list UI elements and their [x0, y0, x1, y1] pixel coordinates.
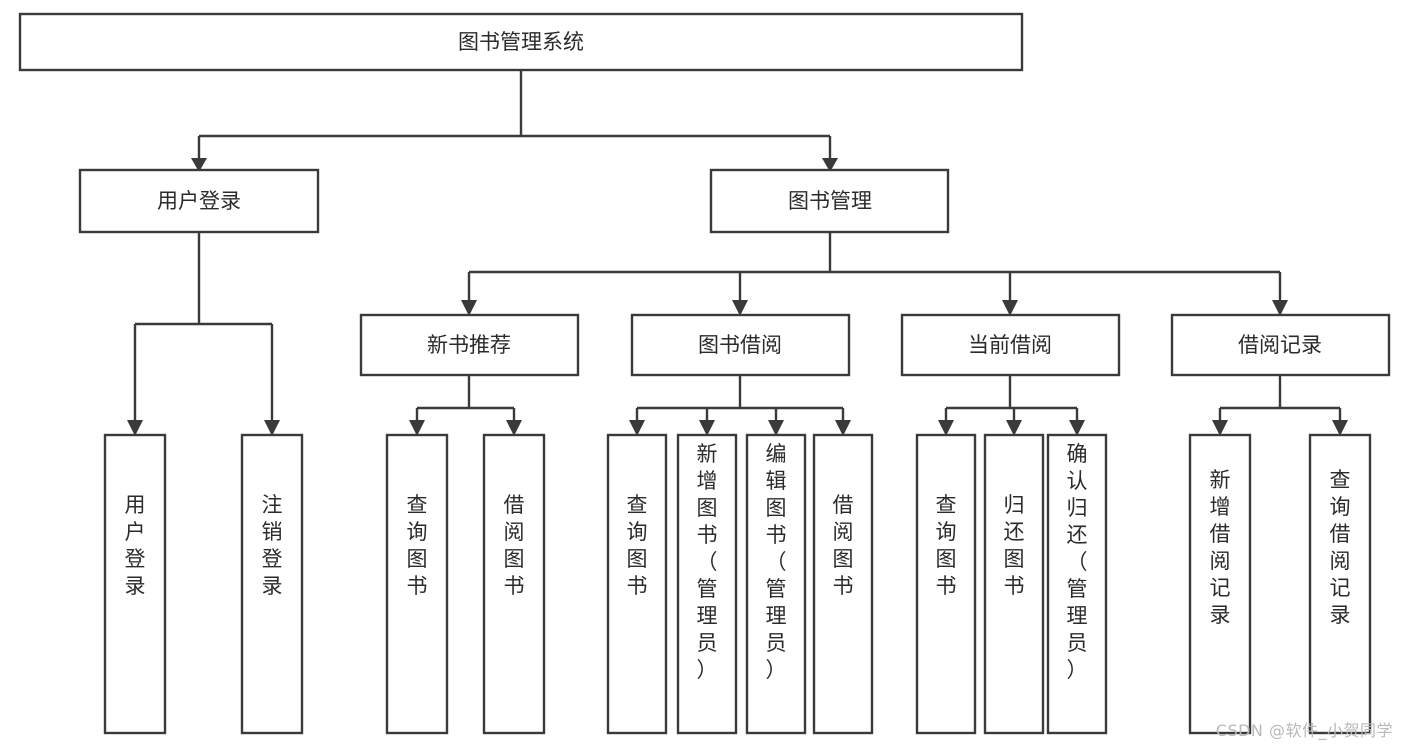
arrowhead-icon [409, 420, 425, 436]
node-current-borrow-box[interactable] [900, 313, 1121, 377]
leaf-node-add-book-admin-label: 新增图书（管理员） [697, 442, 718, 682]
node-book-borrow[interactable]: 图书借阅 [630, 313, 851, 377]
leaf-node-edit-book-admin[interactable]: 编辑图书（管理员） [745, 433, 807, 735]
leaf-node-add-borrow-record[interactable]: 新增借阅记录 [1188, 433, 1252, 735]
leaf-node-query-borrow-record[interactable]: 查询借阅记录 [1308, 433, 1372, 735]
arrowhead-icon [264, 420, 280, 436]
node-book-borrow-box[interactable] [630, 313, 851, 377]
connector-root-bus [197, 70, 832, 158]
leaf-node-add-book-admin-box[interactable] [676, 433, 738, 735]
leaf-node-add-borrow-record-label: 新增借阅记录 [1210, 468, 1231, 627]
node-user-login[interactable]: 用户登录 [78, 168, 320, 234]
node-book-management-box[interactable] [709, 168, 950, 234]
arrowhead-icon [127, 420, 143, 436]
arrowhead-icon [938, 420, 954, 436]
node-user-login-label: 用户登录 [157, 189, 241, 213]
leaf-node-query-book-current[interactable]: 查询图书 [915, 433, 977, 735]
node-current-borrow-label: 当前借阅 [968, 333, 1052, 357]
leaf-node-query-book-recommend-box[interactable] [385, 433, 449, 735]
node-borrow-record-box[interactable] [1170, 313, 1391, 377]
arrowhead-icon [1272, 300, 1288, 316]
connector-borrow-record-bus [1218, 375, 1342, 420]
leaf-node-confirm-return-admin-box[interactable] [1046, 433, 1108, 735]
arrowhead-icon [1332, 420, 1348, 436]
leaf-node-return-book[interactable]: 归还图书 [983, 433, 1045, 735]
leaf-node-query-book-current-label: 查询图书 [936, 493, 957, 598]
leaf-node-confirm-return-admin-label: 确认归还（管理员） [1067, 442, 1088, 682]
leaf-node-query-book-recommend[interactable]: 查询图书 [385, 433, 449, 735]
connector-layer [133, 70, 1342, 420]
leaf-node-borrow-book-label: 借阅图书 [833, 493, 854, 598]
arrowhead-icon [699, 420, 715, 436]
arrowhead-icon [461, 300, 477, 316]
node-new-book-recommend-label: 新书推荐 [427, 333, 511, 357]
arrowhead-icon [1069, 420, 1085, 436]
leaf-node-logout[interactable]: 注销登录 [240, 433, 304, 735]
leaf-node-borrow-book-recommend-label: 借阅图书 [504, 493, 525, 598]
leaf-layer: 用户登录 注销登录 查询图书 借阅图书 查询图书 新 [103, 433, 1372, 735]
leaf-node-return-book-box[interactable] [983, 433, 1045, 735]
leaf-node-user-login[interactable]: 用户登录 [103, 433, 167, 735]
leaf-node-edit-book-admin-label: 编辑图书（管理员） [766, 442, 787, 682]
arrowhead-icon [191, 158, 207, 172]
leaf-node-query-book-borrow-label: 查询图书 [627, 493, 648, 598]
connector-user-login-bus [133, 232, 274, 420]
node-new-book-recommend[interactable]: 新书推荐 [359, 313, 580, 377]
leaf-node-borrow-book-recommend[interactable]: 借阅图书 [482, 433, 546, 735]
node-book-management-label: 图书管理 [788, 189, 872, 213]
node-new-book-recommend-box[interactable] [359, 313, 580, 377]
leaf-node-add-borrow-record-box[interactable] [1188, 433, 1252, 735]
leaf-node-query-book-borrow[interactable]: 查询图书 [606, 433, 668, 735]
arrowhead-icon [732, 300, 748, 316]
arrowhead-icon [1002, 300, 1018, 316]
node-borrow-record[interactable]: 借阅记录 [1170, 313, 1391, 377]
arrowhead-icon [835, 420, 851, 436]
connector-current-borrow-bus [944, 375, 1079, 420]
leaf-node-logout-box[interactable] [240, 433, 304, 735]
node-borrow-record-label: 借阅记录 [1238, 333, 1322, 357]
arrowhead-icon [506, 420, 522, 436]
node-user-login-box[interactable] [78, 168, 320, 234]
leaf-node-return-book-label: 归还图书 [1004, 493, 1025, 598]
leaf-node-add-book-admin[interactable]: 新增图书（管理员） [676, 433, 738, 735]
leaf-node-query-book-current-box[interactable] [915, 433, 977, 735]
leaf-node-borrow-book[interactable]: 借阅图书 [812, 433, 874, 735]
connector-book-mgmt-bus [467, 232, 1282, 300]
leaf-node-query-borrow-record-label: 查询借阅记录 [1330, 468, 1351, 627]
connector-newbook-bus [415, 375, 516, 420]
node-root-label: 图书管理系统 [458, 30, 584, 54]
arrowhead-icon [1212, 420, 1228, 436]
leaf-node-user-login-box[interactable] [103, 433, 167, 735]
arrowhead-icon [629, 420, 645, 436]
leaf-node-confirm-return-admin[interactable]: 确认归还（管理员） [1046, 433, 1108, 735]
node-book-borrow-label: 图书借阅 [698, 333, 782, 357]
node-current-borrow[interactable]: 当前借阅 [900, 313, 1121, 377]
node-root-box[interactable] [18, 12, 1024, 72]
leaf-node-query-book-borrow-box[interactable] [606, 433, 668, 735]
leaf-node-edit-book-admin-box[interactable] [745, 433, 807, 735]
leaf-node-query-borrow-record-box[interactable] [1308, 433, 1372, 735]
node-book-management[interactable]: 图书管理 [709, 168, 950, 234]
leaf-node-query-book-recommend-label: 查询图书 [407, 493, 428, 598]
leaf-node-logout-label: 注销登录 [262, 493, 283, 598]
node-root[interactable]: 图书管理系统 [18, 12, 1024, 72]
leaf-node-user-login-label: 用户登录 [125, 493, 146, 598]
connector-borrow-bus [635, 375, 845, 420]
arrowhead-icon [1006, 420, 1022, 436]
leaf-node-borrow-book-recommend-box[interactable] [482, 433, 546, 735]
arrowhead-icon [768, 420, 784, 436]
arrowhead-icon [822, 158, 838, 172]
leaf-node-borrow-book-box[interactable] [812, 433, 874, 735]
arrowhead-layer [127, 158, 1348, 436]
